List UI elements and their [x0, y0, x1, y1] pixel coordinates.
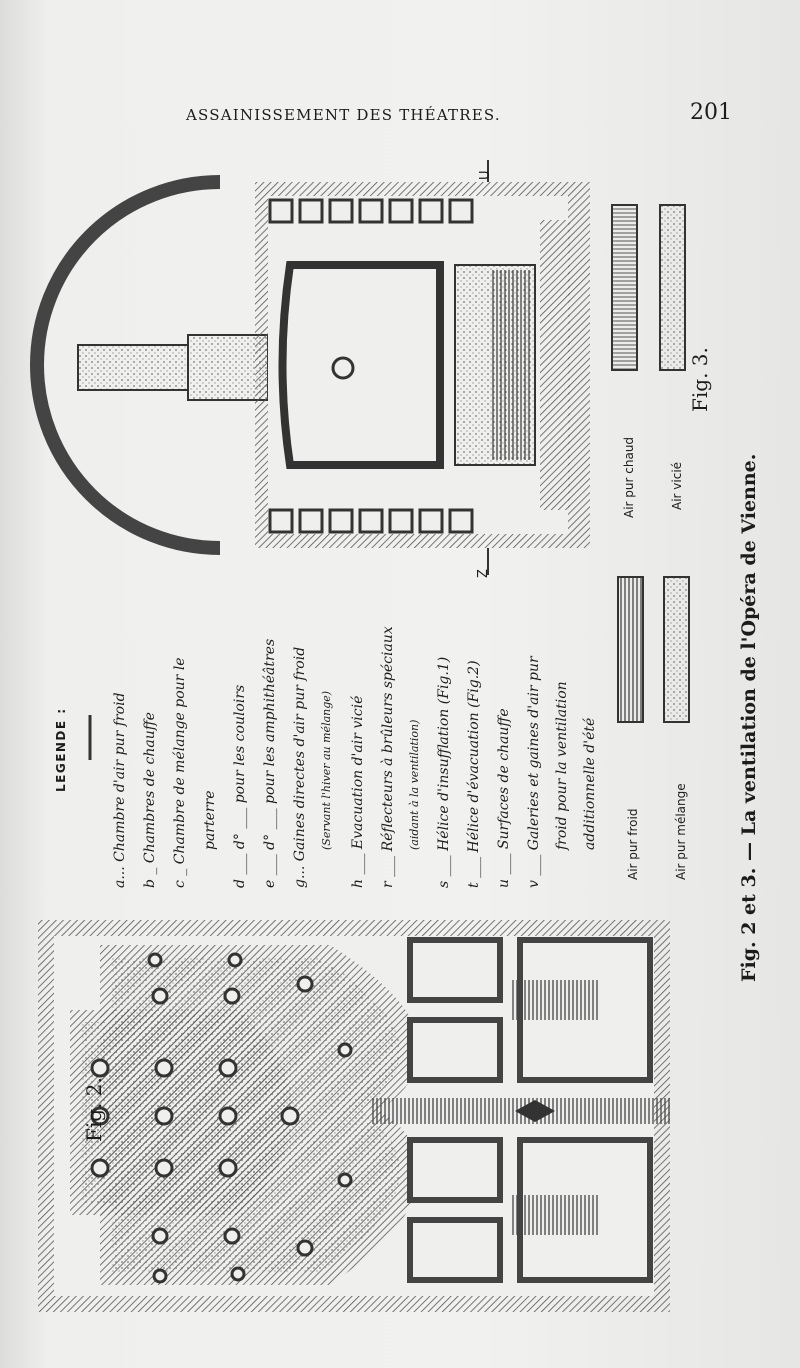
page-number: 201 — [690, 100, 732, 125]
chandelier — [331, 356, 355, 380]
legend-item-g: g... Gaines directes d'air pur froid — [292, 646, 308, 888]
fig3-label: Fig. 3. — [688, 347, 712, 412]
legend-item-r: r ___ Réflecteurs à brûleurs spéciaux — [380, 626, 396, 888]
legend-item-b: b _ Chambres de chauffe — [142, 712, 158, 888]
label-air-froid: Air pur froid — [626, 808, 640, 880]
legend-item-e: e ___ d° ___ pour les amphithéâtres — [262, 638, 278, 888]
label-air-chaud: Air pur chaud — [622, 436, 636, 518]
legend-item-h: h ___ Evacuation d'air vicié — [350, 695, 366, 888]
box-tiers — [268, 198, 474, 534]
legend-item-v-cont-2: additionnelle d'été — [582, 717, 598, 850]
legend-item-u: u ___ Surfaces de chauffe — [496, 708, 512, 888]
legend-item-r-cont: (aidant à la ventilation) — [408, 719, 421, 850]
legend-item-c: c _ Chambre de mélange pour le — [172, 657, 188, 888]
evacuation-propeller — [515, 1100, 555, 1122]
swatch-air-vicie — [659, 204, 686, 371]
chimney-base — [187, 334, 269, 401]
legend-item-t: t ___ Hélice d'évacuation (Fig.2) — [466, 660, 482, 888]
marker-z: Z — [476, 569, 491, 578]
label-air-melange: Air pur mélange — [674, 783, 688, 880]
foundation — [540, 220, 570, 510]
heating-surfaces — [490, 270, 530, 460]
figure-caption: Fig. 2 et 3. — La ventilation de l'Opéra… — [738, 453, 760, 982]
fig2-label: Fig. 2. — [82, 1077, 106, 1142]
legend-title: LEGENDE : — [54, 707, 68, 792]
auditorium-outline — [278, 261, 444, 469]
legend-item-c-cont: parterre — [202, 790, 218, 850]
swatch-air-chaud — [611, 204, 638, 371]
swatch-air-melange — [663, 576, 690, 723]
legend-item-s: s ___ Hélice d'insufflation (Fig.1) — [436, 656, 452, 888]
vent-grid — [90, 952, 353, 1284]
marker-u: U — [478, 170, 493, 180]
legend-item-a: a... Chambre d'air pur froid — [112, 692, 128, 888]
dome-arc — [30, 175, 221, 555]
page-header: ASSAINISSEMENT DES THÉATRES. 201 — [0, 100, 800, 134]
chimney — [77, 344, 189, 391]
legend-item-d: d ___ d° ___ pour les couloirs — [232, 684, 248, 888]
legend-item-g-cont: (Servant l'hiver au mélange) — [320, 690, 333, 850]
stair-bottom — [510, 1195, 600, 1235]
legend-item-v: v ___ Galeries et gaines d'air pur — [526, 656, 542, 888]
swatch-air-froid — [617, 576, 644, 723]
label-air-vicie: Air vicié — [670, 461, 684, 510]
running-title: ASSAINISSEMENT DES THÉATRES. — [186, 106, 501, 124]
legend-item-v-cont-1: froid pour la ventilation — [554, 681, 570, 850]
stair-top — [510, 980, 600, 1020]
